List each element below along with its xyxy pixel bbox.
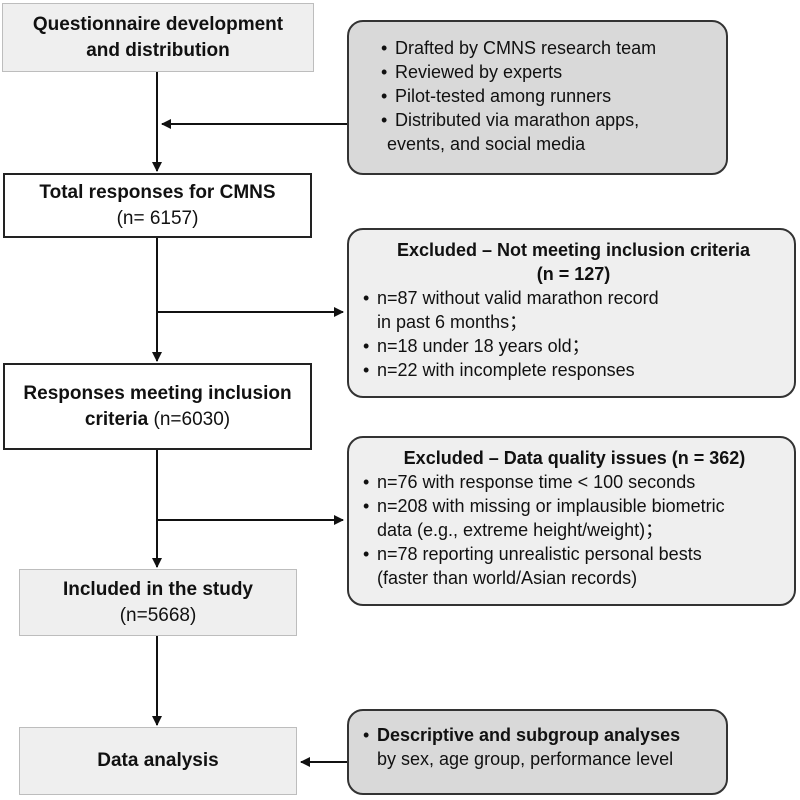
excluded-quality-list: n=76 with response time < 100 seconds n=… — [363, 470, 786, 590]
total-responses-title: Total responses for CMNS — [39, 181, 276, 203]
included-count: (n=5668) — [119, 604, 197, 626]
questionnaire-title-line2: and distribution — [86, 39, 230, 61]
data-analysis-box: Data analysis — [19, 727, 297, 795]
meeting-criteria-count: (n=6030) — [148, 408, 231, 430]
questionnaire-title-line1: Questionnaire development — [32, 13, 284, 35]
development-item: Distributed via marathon apps, — [381, 108, 716, 132]
excluded-inclusion-list: n=87 without valid marathon record in pas… — [363, 286, 784, 382]
questionnaire-box: Questionnaire development and distributi… — [2, 3, 314, 72]
excluded-inclusion-box: Excluded – Not meeting inclusion criteri… — [347, 228, 796, 398]
excluded-quality-item: n=76 with response time < 100 seconds — [363, 470, 786, 494]
meeting-criteria-bold: criteria — [84, 408, 149, 430]
excluded-quality-item: n=78 reporting unrealistic personal best… — [363, 542, 786, 590]
excluded-inclusion-item: n=18 under 18 years old； — [363, 334, 784, 358]
excluded-quality-title: Excluded – Data quality issues (n = 362) — [403, 448, 746, 468]
data-analysis-title: Data analysis — [97, 750, 219, 771]
development-item: Reviewed by experts — [381, 60, 716, 84]
excluded-inclusion-item-text: n=87 without valid marathon record — [377, 288, 659, 308]
excluded-inclusion-item-continuation: in past 6 months； — [377, 312, 528, 332]
excluded-inclusion-item: n=22 with incomplete responses — [363, 358, 784, 382]
analyses-detail: by sex, age group, performance level — [377, 749, 674, 769]
excluded-quality-box: Excluded – Data quality issues (n = 362)… — [347, 436, 796, 606]
development-item-continuation: events, and social media — [387, 134, 586, 154]
excluded-quality-item-continuation: (faster than world/Asian records) — [377, 568, 638, 588]
development-item: Drafted by CMNS research team — [381, 36, 716, 60]
excluded-inclusion-title: Excluded – Not meeting inclusion criteri… — [396, 240, 751, 260]
meeting-criteria-box: Responses meeting inclusion criteria (n=… — [3, 363, 312, 450]
analyses-title: Descriptive and subgroup analyses — [377, 725, 681, 745]
analyses-list: Descriptive and subgroup analyses by sex,… — [363, 723, 718, 771]
meeting-criteria-line1: Responses meeting inclusion — [23, 382, 292, 404]
total-responses-box: Total responses for CMNS (n= 6157) — [3, 173, 312, 238]
analyses-item: Descriptive and subgroup analyses by sex,… — [363, 723, 718, 771]
included-title: Included in the study — [62, 578, 253, 600]
excluded-quality-item-continuation: data (e.g., extreme height/weight)； — [377, 520, 664, 540]
development-item: Pilot-tested among runners — [381, 84, 716, 108]
included-box: Included in the study (n=5668) — [19, 569, 297, 636]
excluded-quality-item-text: n=208 with missing or implausible biomet… — [377, 496, 725, 516]
meeting-criteria-line2: criteria (n=6030) — [85, 407, 230, 433]
analyses-details-box: Descriptive and subgroup analyses by sex,… — [347, 709, 728, 795]
development-details-box: Drafted by CMNS research team Reviewed b… — [347, 20, 728, 175]
excluded-quality-item-text: n=78 reporting unrealistic personal best… — [377, 544, 702, 564]
excluded-quality-item: n=208 with missing or implausible biomet… — [363, 494, 786, 542]
total-responses-count: (n= 6157) — [116, 207, 199, 229]
excluded-inclusion-item: n=87 without valid marathon record in pas… — [363, 286, 784, 334]
excluded-inclusion-count: (n = 127) — [536, 264, 611, 284]
development-list: Drafted by CMNS research team Reviewed b… — [381, 36, 716, 132]
